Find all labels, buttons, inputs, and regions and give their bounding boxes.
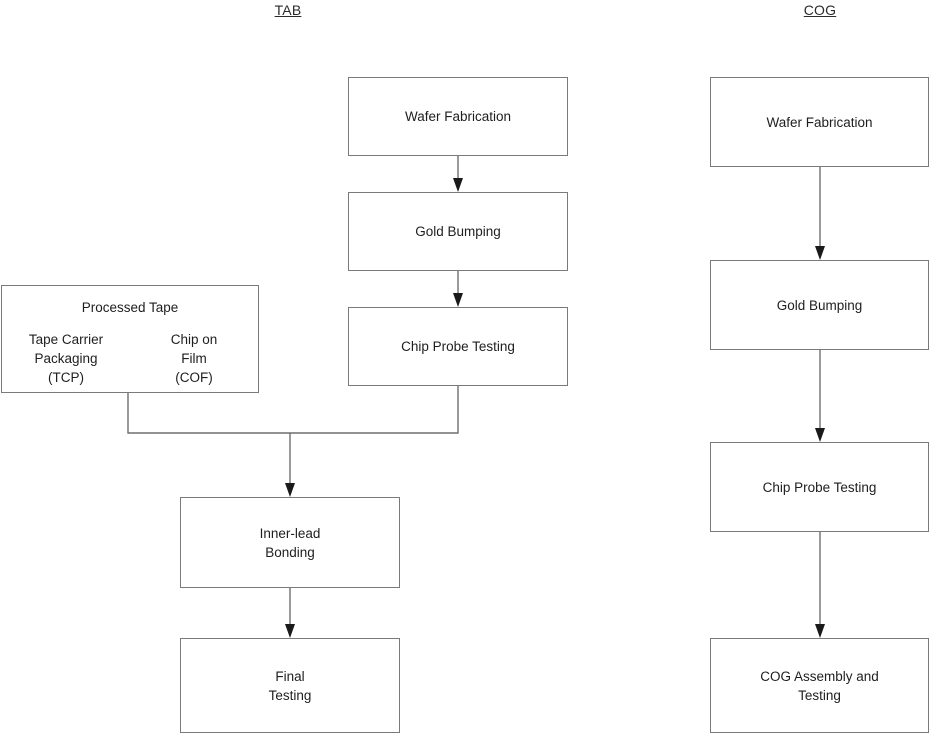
cog-node-chip-probe-testing[interactable]: Chip Probe Testing: [710, 442, 929, 532]
processed-tape-header: Processed Tape: [81, 300, 179, 315]
tab-node-inner-lead-bonding-label: Inner-lead Bonding: [259, 525, 321, 560]
column-title-tab: TAB: [274, 2, 302, 18]
tab-node-chip-probe-testing-label: Chip Probe Testing: [401, 339, 515, 354]
processed-tape-option-cof[interactable]: Chip on Film (COF): [170, 332, 218, 385]
edge-tab-inner-lead-to-final: [285, 588, 295, 638]
cog-node-wafer-fabrication-label: Wafer Fabrication: [766, 114, 873, 130]
tab-node-wafer-fabrication-label: Wafer Fabrication: [404, 109, 512, 124]
edge-tab-wafer-to-gold: [453, 156, 463, 192]
tab-node-final-testing[interactable]: Final Testing: [180, 638, 400, 733]
tab-node-gold-bumping-label: Gold Bumping: [415, 224, 501, 239]
edge-cog-probe-to-assembly: [815, 532, 825, 638]
tab-node-processed-tape[interactable]: Processed Tape Tape Carrier Packaging (T…: [1, 285, 259, 393]
edge-tab-tape-to-merge: [127, 393, 290, 434]
tab-node-gold-bumping[interactable]: Gold Bumping: [348, 192, 568, 271]
edge-tab-merge-to-inner-lead: [285, 433, 295, 497]
tab-node-chip-probe-testing[interactable]: Chip Probe Testing: [348, 307, 568, 386]
processed-tape-options: Tape Carrier Packaging (TCP) Chip on Fil…: [2, 330, 258, 387]
tab-node-final-testing-label: Final Testing: [268, 668, 312, 703]
edge-tab-gold-to-probe: [453, 271, 463, 307]
cog-node-assembly-and-testing-label: COG Assembly and Testing: [760, 668, 879, 703]
cog-node-assembly-and-testing[interactable]: COG Assembly and Testing: [710, 638, 929, 733]
processed-tape-option-tcp[interactable]: Tape Carrier Packaging (TCP): [28, 332, 104, 385]
edge-cog-wafer-to-gold: [815, 167, 825, 260]
column-title-cog: COG: [803, 2, 837, 18]
tab-node-wafer-fabrication[interactable]: Wafer Fabrication: [348, 77, 568, 156]
cog-node-wafer-fabrication[interactable]: Wafer Fabrication: [710, 77, 929, 167]
cog-node-chip-probe-testing-label: Chip Probe Testing: [762, 479, 877, 495]
cog-node-gold-bumping-label: Gold Bumping: [776, 297, 863, 313]
tab-node-inner-lead-bonding[interactable]: Inner-lead Bonding: [180, 497, 400, 588]
cog-node-gold-bumping[interactable]: Gold Bumping: [710, 260, 929, 350]
edge-cog-gold-to-probe: [815, 350, 825, 442]
edge-tab-probe-to-merge: [290, 386, 459, 434]
